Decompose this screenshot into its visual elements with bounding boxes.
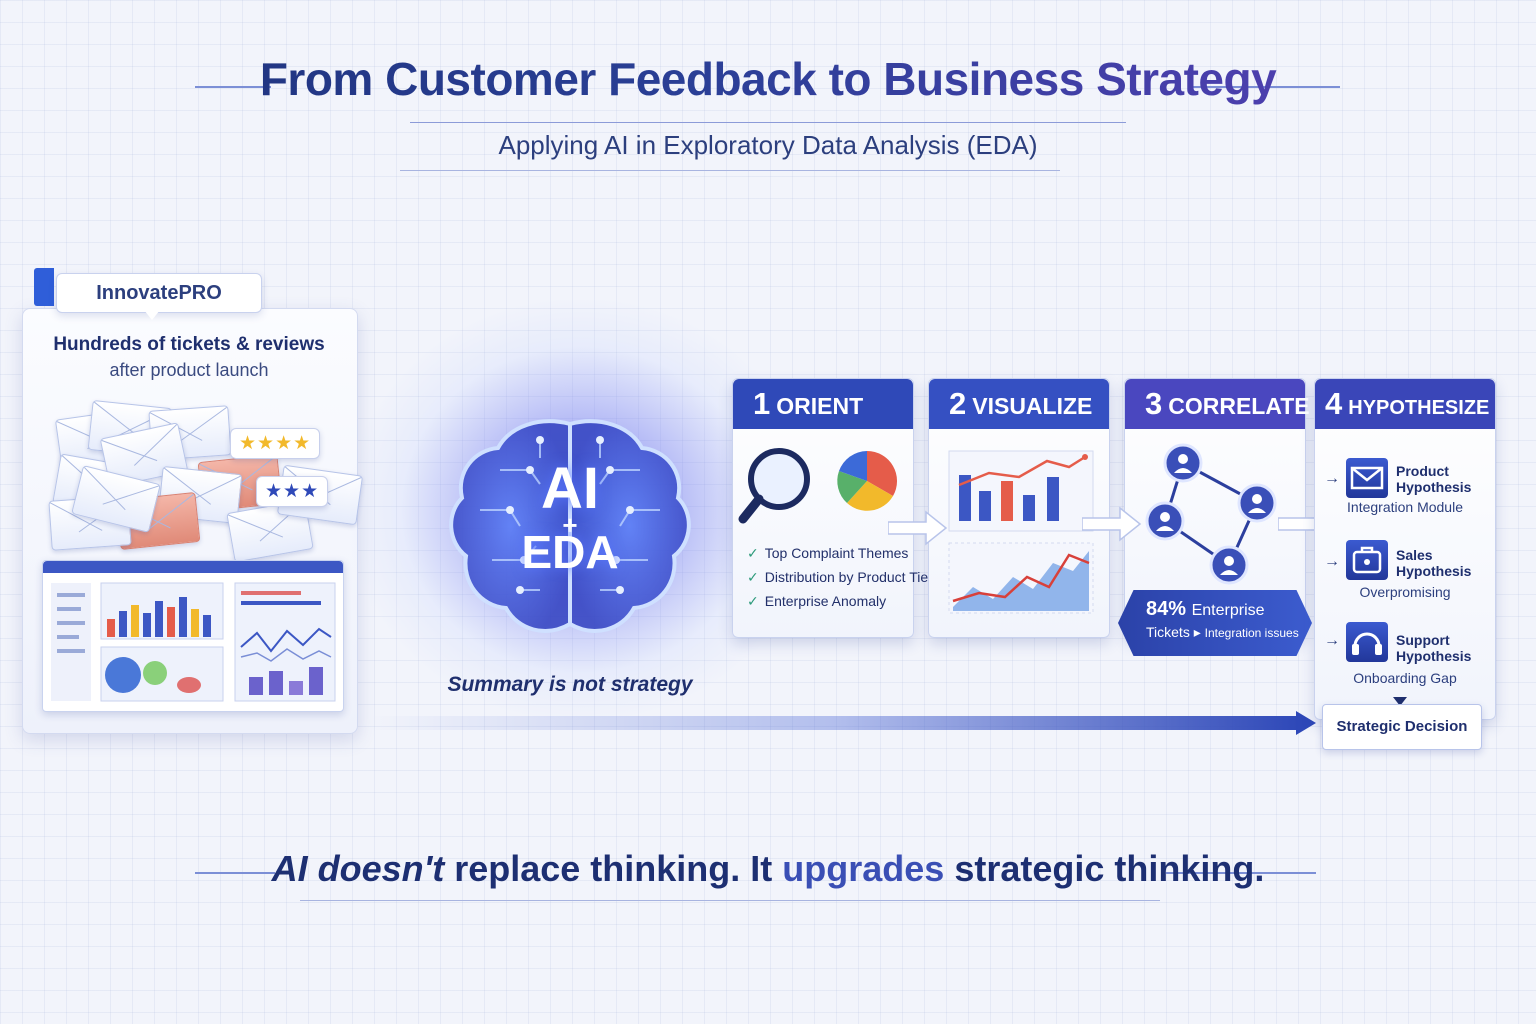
page-subtitle: Applying AI in Exploratory Data Analysis… [498, 130, 1038, 160]
correlation-stat-badge: 84% Enterprise Tickets ▸ Integration iss… [1118, 590, 1312, 656]
brand-tag: InnovatePRO [56, 273, 262, 313]
step-label: CORRELATE [1168, 393, 1310, 419]
check-icon: ✓ [747, 593, 759, 609]
hypothesis-subtitle: Onboarding Gap [1353, 670, 1457, 686]
source-heading: Hundreds of tickets & reviews [53, 334, 325, 355]
tagline-underline [300, 900, 1160, 901]
brain-icon [449, 419, 691, 633]
step-label: VISUALIZE [972, 393, 1093, 419]
headset-icon [1346, 622, 1388, 662]
tagline-rule-left [195, 872, 275, 874]
title-rule-right [1190, 86, 1340, 88]
step-label: HYPOTHESIZE [1348, 397, 1490, 419]
step-number: 4 [1325, 386, 1343, 421]
stat-detail: Tickets ▸ Integration issues [1146, 624, 1299, 640]
step-number: 1 [753, 386, 771, 421]
check-icon: ✓ [747, 545, 759, 561]
brand-accent-bar [34, 268, 54, 306]
arrow-right-icon: → [1324, 470, 1340, 487]
ai-label: AI [541, 456, 599, 521]
down-pointer-icon [1393, 697, 1407, 706]
page-title: From Customer Feedback to Business Strat… [0, 52, 1536, 106]
tagline: AI doesn't replace thinking. It upgrades… [271, 848, 1265, 889]
tagline-rule-right [1166, 872, 1316, 874]
hypothesis-subtitle: Overpromising [1359, 584, 1451, 600]
title-underline [410, 122, 1126, 123]
summary-note: Summary is not strategy [447, 673, 693, 696]
envelope-icon [1346, 458, 1388, 498]
brand-tag-pointer [144, 310, 160, 320]
magnifier-pie-icon [738, 448, 898, 524]
arrow-right-icon [888, 510, 948, 546]
arrow-right-icon: → [1324, 553, 1340, 570]
step-number: 2 [949, 386, 967, 421]
network-graph-icon [1145, 443, 1277, 585]
handshake-icon [1346, 540, 1388, 580]
arrow-right-icon: ▸ [1193, 624, 1201, 640]
strategic-decision-box: Strategic Decision [1322, 704, 1482, 750]
dashboard-title-bar [43, 561, 343, 573]
bar-line-chart-icon [948, 450, 1094, 614]
eda-label: EDA [521, 526, 619, 578]
arrow-head-icon [1296, 711, 1316, 735]
arrow-right-icon: → [1324, 632, 1340, 649]
check-item: ✓Distribution by Product Tier [747, 569, 933, 585]
star-rating-bubble: ★★★ [256, 476, 329, 507]
flow-arrow-to-decision [370, 716, 1300, 730]
dashboard-charts [51, 582, 336, 702]
check-icon: ✓ [747, 569, 759, 585]
step-number: 3 [1145, 386, 1163, 421]
title-rule-left [195, 86, 271, 88]
hypothesis-subtitle: Integration Module [1347, 499, 1463, 515]
subtitle-underline [400, 170, 1060, 171]
check-item: ✓Top Complaint Themes [747, 545, 909, 561]
analytics-dashboard-thumbnail [42, 560, 344, 712]
star-rating-bubble: ★★★★ [230, 428, 321, 459]
source-subheading: after product launch [109, 360, 269, 380]
step-label: ORIENT [776, 393, 864, 419]
check-item: ✓Enterprise Anomaly [747, 593, 887, 609]
plus-label: + [562, 510, 578, 540]
arrow-right-icon [1082, 506, 1142, 542]
stat-value: 84% Enterprise [1146, 598, 1265, 620]
